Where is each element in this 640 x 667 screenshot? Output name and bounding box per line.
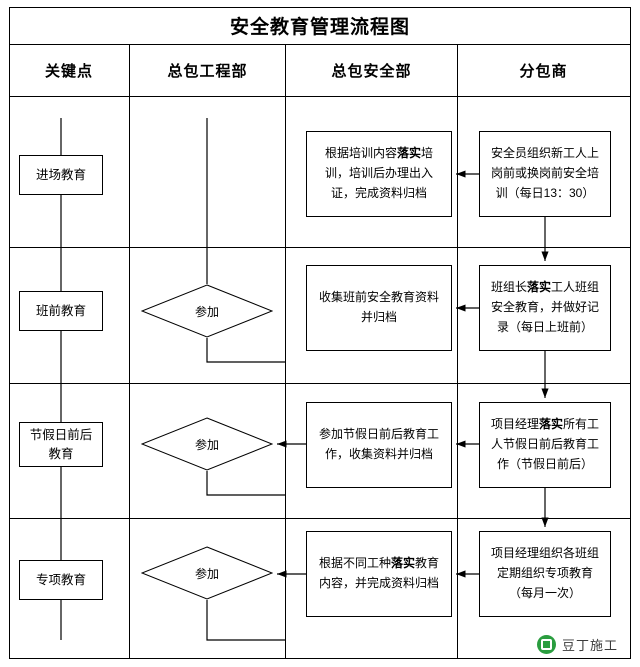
key-point-box-special-education: 专项教育 [19, 560, 103, 600]
page-title: 安全教育管理流程图 [229, 17, 410, 38]
watermark-text: 豆丁施工 [561, 638, 618, 653]
column-header-general-safety: 总包安全部 [285, 45, 457, 96]
diagram-title-bar: 安全教育管理流程图 [9, 7, 631, 45]
process-box-sub-preshift: 班组长落实工人班组安全教育，并做好记录（每日上班前） [479, 265, 611, 351]
column-header-row: 关键点 总包工程部 总包安全部 分包商 [9, 45, 631, 97]
column-divider-1 [129, 97, 130, 658]
process-box-safety-holiday: 参加节假日前后教育工作，收集资料并归档 [306, 402, 452, 488]
process-box-safety-holiday-text: 参加节假日前后教育工作，收集资料并归档 [318, 427, 439, 461]
process-box-sub-holiday-text: 项目经理落实所有工人节假日前后教育工作（节假日前后） [490, 417, 600, 471]
process-box-sub-special-text: 项目经理组织各班组定期组织专项教育（每月一次） [490, 546, 599, 600]
key-point-box-holiday-education: 节假日前后教育 [19, 422, 103, 467]
process-box-sub-preshift-text: 班组长落实工人班组安全教育，并做好记录（每日上班前） [490, 280, 600, 334]
decision-diamond-holiday-label: 参加 [194, 437, 219, 452]
process-box-safety-preshift: 收集班前安全教育资料并归档 [306, 265, 452, 351]
row-divider-3 [9, 518, 631, 519]
process-box-sub-entry-text: 安全员组织新工人上岗前或换岗前安全培训（每日13：30） [490, 146, 599, 200]
key-point-box-entry-education: 进场教育 [19, 155, 103, 195]
process-box-safety-entry: 根据培训内容落实培训，培训后办理出入证，完成资料归档 [306, 131, 452, 217]
decision-diamond-preshift-label: 参加 [194, 304, 219, 319]
process-box-sub-special: 项目经理组织各班组定期组织专项教育（每月一次） [479, 531, 611, 617]
process-box-safety-special-text: 根据不同工种落实教育内容，并完成资料归档 [318, 556, 440, 590]
decision-diamond-preshift: 参加 [141, 284, 273, 338]
watermark-logo: 豆丁施工 [536, 635, 618, 654]
key-point-box-preshift-education: 班前教育 [19, 291, 103, 331]
column-divider-3 [457, 97, 458, 658]
process-box-safety-entry-text: 根据培训内容落实培训，培训后办理出入证，完成资料归档 [324, 146, 434, 200]
process-box-safety-preshift-text: 收集班前安全教育资料并归档 [318, 290, 439, 324]
column-header-key-point: 关键点 [44, 63, 93, 80]
column-divider-2 [285, 97, 286, 658]
row-divider-1 [9, 247, 631, 248]
decision-diamond-special: 参加 [141, 546, 273, 600]
diagram-outer-frame [9, 7, 631, 659]
column-header-general-engineering: 总包工程部 [129, 45, 285, 96]
process-box-sub-holiday: 项目经理落实所有工人节假日前后教育工作（节假日前后） [479, 402, 611, 488]
column-header-subcontractor: 分包商 [457, 45, 629, 96]
process-box-sub-entry: 安全员组织新工人上岗前或换岗前安全培训（每日13：30） [479, 131, 611, 217]
green-circle-logo-icon [536, 635, 556, 654]
decision-diamond-holiday: 参加 [141, 417, 273, 471]
decision-diamond-special-label: 参加 [194, 566, 219, 581]
process-box-safety-special: 根据不同工种落实教育内容，并完成资料归档 [306, 531, 452, 617]
row-divider-2 [9, 383, 631, 384]
